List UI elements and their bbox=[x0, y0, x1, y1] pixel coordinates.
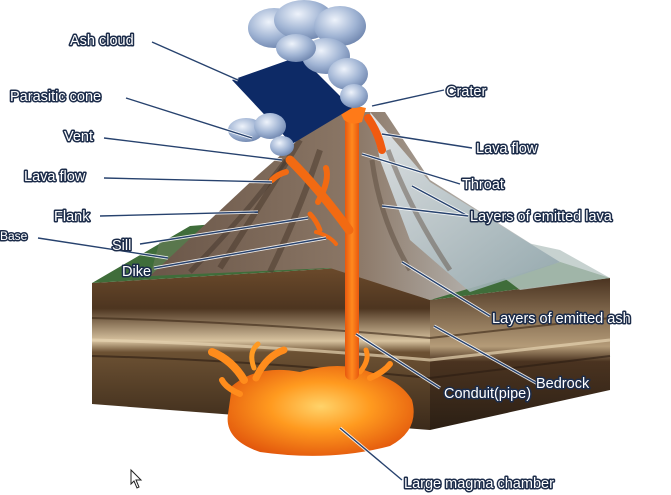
label-vent: Vent bbox=[64, 129, 93, 145]
label-lava-flow-right: Lava flow bbox=[476, 141, 538, 157]
label-flank: Flank bbox=[54, 209, 90, 225]
label-ash-cloud: Ash cloud bbox=[70, 33, 134, 49]
leader-lines bbox=[37, 40, 539, 482]
label-lava-flow-left: Lava flow bbox=[24, 169, 86, 185]
label-sill: Sill bbox=[112, 238, 131, 254]
label-throat: Throat bbox=[462, 177, 504, 193]
labels: Ash cloud Parasitic cone Vent Lava flow … bbox=[0, 32, 632, 494]
magma-system bbox=[208, 106, 414, 456]
mouse-pointer-icon bbox=[130, 468, 143, 489]
label-bedrock: Bedrock bbox=[536, 376, 590, 392]
label-parasitic-cone: Parasitic cone bbox=[10, 89, 101, 105]
label-base: Base bbox=[0, 229, 28, 243]
label-layers-lava: Layers of emitted lava bbox=[470, 209, 613, 225]
ash-cloud-group bbox=[228, 0, 368, 156]
label-layers-ash: Layers of emitted ash bbox=[492, 311, 631, 327]
label-conduit: Conduit(pipe) bbox=[444, 386, 531, 402]
label-magma-chamber: Large magma chamber bbox=[404, 476, 554, 492]
label-dike: Dike bbox=[122, 264, 151, 280]
label-crater: Crater bbox=[446, 84, 486, 100]
